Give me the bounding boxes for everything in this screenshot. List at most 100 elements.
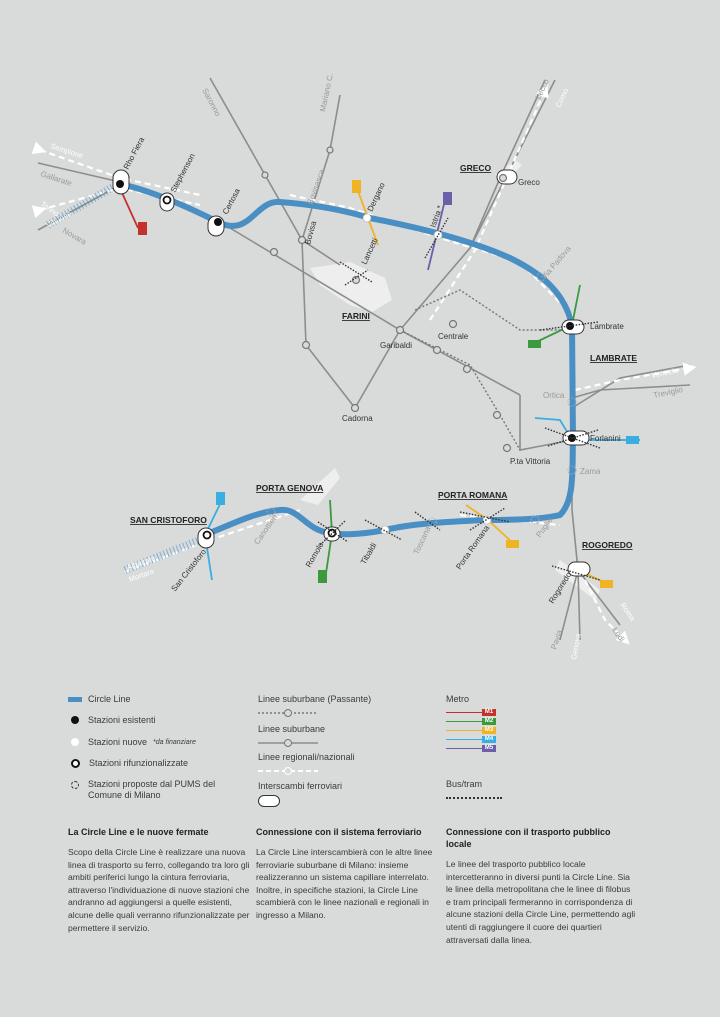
proposed-label-paldova: Via Padova bbox=[540, 244, 573, 281]
metro-m3-row: M3 bbox=[446, 726, 496, 735]
circle-line-swatch-icon bbox=[68, 696, 82, 702]
hatched-spurs bbox=[45, 180, 207, 574]
station-label-centrale: Centrale bbox=[438, 332, 469, 341]
legend-passante-label: Linee suburbane (Passante) bbox=[258, 694, 372, 704]
legend-bus: Bus/tram bbox=[446, 779, 502, 799]
station-label-garibaldi: Garibaldi bbox=[380, 341, 412, 350]
direction-label-lecco: Lecco bbox=[534, 77, 551, 101]
legend-pums-label: Stazioni proposte dal PUMS del Comune di… bbox=[88, 779, 216, 800]
area-label-san-cristoforo: SAN CRISTOFORO bbox=[130, 515, 207, 525]
station-label-tibaldi: Tibaldi bbox=[359, 541, 379, 566]
refunctional-station-icon bbox=[71, 758, 80, 768]
station-label-rho-fiera: Rho Fiera bbox=[122, 135, 147, 171]
m4-tag-icon bbox=[626, 436, 639, 444]
legend-metro: Metro M1 M2 M3 M4 M5 bbox=[446, 694, 496, 753]
area-label-greco: GRECO bbox=[460, 163, 492, 173]
legend-interscambi-label: Interscambi ferroviari bbox=[258, 781, 343, 791]
section-body: Le linee del trasporto pubblico locale i… bbox=[446, 859, 636, 945]
direction-label-gallarate: Gallarate bbox=[39, 169, 73, 188]
pums-station-icon bbox=[71, 781, 79, 789]
legend-interscambi: Interscambi ferroviari bbox=[258, 781, 342, 807]
legend-bus-label: Bus/tram bbox=[446, 779, 483, 789]
legend-passante: Linee suburbane (Passante) bbox=[258, 694, 371, 719]
farini-area bbox=[310, 262, 392, 312]
m4-tag-sc-icon bbox=[216, 492, 225, 505]
station-label-istria: Istria * bbox=[428, 204, 444, 228]
station-label-porta-romana: Porta Romana bbox=[454, 523, 491, 571]
section-rail-connection: Connessione con il sistema ferroviario L… bbox=[256, 826, 446, 922]
m2-chip: M2 bbox=[482, 718, 496, 725]
section-body: Scopo della Circle Line è realizzare una… bbox=[68, 847, 250, 933]
regionali-swatch-icon bbox=[258, 767, 318, 775]
section-title: Connessione con il sistema ferroviario bbox=[256, 827, 422, 837]
legend-circle-line: Circle Line bbox=[68, 694, 131, 704]
direction-label-mariano: Mariano C. bbox=[318, 72, 335, 112]
legend-regionali-label: Linee regionali/nazionali bbox=[258, 752, 355, 762]
legend-circle-line-label: Circle Line bbox=[88, 694, 131, 704]
proposed-label-toscana: Toscana bbox=[412, 525, 433, 556]
direction-label-novara: Novara bbox=[61, 226, 88, 247]
m1-chip: M1 bbox=[482, 709, 496, 716]
area-label-farini: FARINI bbox=[342, 311, 370, 321]
section-body: La Circle Line interscambierà con le alt… bbox=[256, 847, 433, 920]
new-stations bbox=[362, 213, 492, 535]
bus-tram-lines bbox=[317, 217, 601, 581]
legend-regionali: Linee regionali/nazionali bbox=[258, 752, 355, 777]
legend-refunctional: Stazioni rifunzionalizzate bbox=[68, 758, 188, 768]
circle-line-route bbox=[117, 181, 576, 538]
m5-tag-icon bbox=[443, 192, 452, 205]
m2-tag-icon bbox=[528, 340, 541, 348]
area-label-porta-genova: PORTA GENOVA bbox=[256, 483, 323, 493]
direction-label-pavia: Pavia bbox=[549, 628, 564, 650]
m1-tag-icon bbox=[138, 222, 147, 235]
area-label-rogoredo: ROGOREDO bbox=[582, 540, 633, 550]
existing-station-icon bbox=[71, 716, 79, 724]
legend-pums: Stazioni proposte dal PUMS del Comune di… bbox=[68, 779, 228, 801]
station-label-cadorna: Cadorna bbox=[342, 414, 373, 423]
m2-tag-romolo-icon bbox=[318, 570, 327, 583]
direction-label-como: Como bbox=[554, 87, 571, 109]
station-label-romolo: Romolo bbox=[304, 540, 326, 569]
suburbane-swatch-icon bbox=[258, 739, 318, 747]
direction-label-genova: Genova bbox=[569, 632, 583, 660]
direction-label-venezia: Venezia bbox=[651, 365, 680, 380]
legend-suburbane: Linee suburbane bbox=[258, 724, 325, 749]
circle-line-map: GRECO FARINI LAMBRATE PORTA GENOVA SAN C… bbox=[31, 72, 697, 660]
section-title: Connessione con il trasporto pubblico lo… bbox=[446, 827, 611, 849]
m3-chip: M3 bbox=[482, 727, 496, 734]
area-label-porta-romana: PORTA ROMANA bbox=[438, 490, 507, 500]
proposed-label-zama: Zama bbox=[580, 467, 601, 476]
area-label-lambrate: LAMBRATE bbox=[590, 353, 637, 363]
station-label-certosa: Certosa bbox=[221, 186, 242, 215]
station-label-bovisa: Bovisa bbox=[303, 219, 318, 245]
station-label-pta-vittoria: P.ta Vittoria bbox=[510, 457, 551, 466]
direction-label-saronno: Saronno bbox=[200, 87, 222, 118]
m3-tag-rog-icon bbox=[600, 580, 613, 588]
metro-m2-row: M2 bbox=[446, 717, 496, 726]
m4-chip: M4 bbox=[482, 736, 496, 743]
legend-existing-label: Stazioni esistenti bbox=[88, 715, 156, 725]
existing-stations bbox=[116, 180, 576, 442]
legend-new: Stazioni nuove *da finanziare bbox=[68, 737, 196, 747]
legend-existing: Stazioni esistenti bbox=[68, 715, 156, 725]
station-label-lancetti: Lancetti bbox=[360, 236, 380, 265]
passante-stations bbox=[261, 146, 512, 453]
station-label-forlanini: Forlanini bbox=[590, 434, 621, 443]
direction-label-lodi: Lodi bbox=[610, 626, 626, 644]
legend-new-note: *da finanziare bbox=[153, 738, 196, 746]
proposed-label-bovisasca: Bovisasca bbox=[305, 168, 326, 206]
section-local-transport: Connessione con il trasporto pubblico lo… bbox=[446, 826, 636, 946]
station-label-dergano: Dergano bbox=[366, 181, 387, 213]
legend-suburbane-label: Linee suburbane bbox=[258, 724, 326, 734]
bus-swatch-icon bbox=[446, 797, 502, 799]
station-label-stephenson: Stephenson bbox=[169, 152, 197, 194]
metro-tags bbox=[138, 180, 639, 588]
direction-label-roma: Roma bbox=[618, 601, 637, 623]
m5-chip: M5 bbox=[482, 745, 496, 752]
section-title: La Circle Line e le nuove fermate bbox=[68, 827, 209, 837]
new-station-icon bbox=[71, 738, 79, 746]
legend-metro-label: Metro bbox=[446, 694, 470, 704]
section-circle-line: La Circle Line e le nuove fermate Scopo … bbox=[68, 826, 258, 934]
legend-refunctional-label: Stazioni rifunzionalizzate bbox=[89, 758, 189, 768]
suburban-dotted bbox=[399, 289, 570, 451]
